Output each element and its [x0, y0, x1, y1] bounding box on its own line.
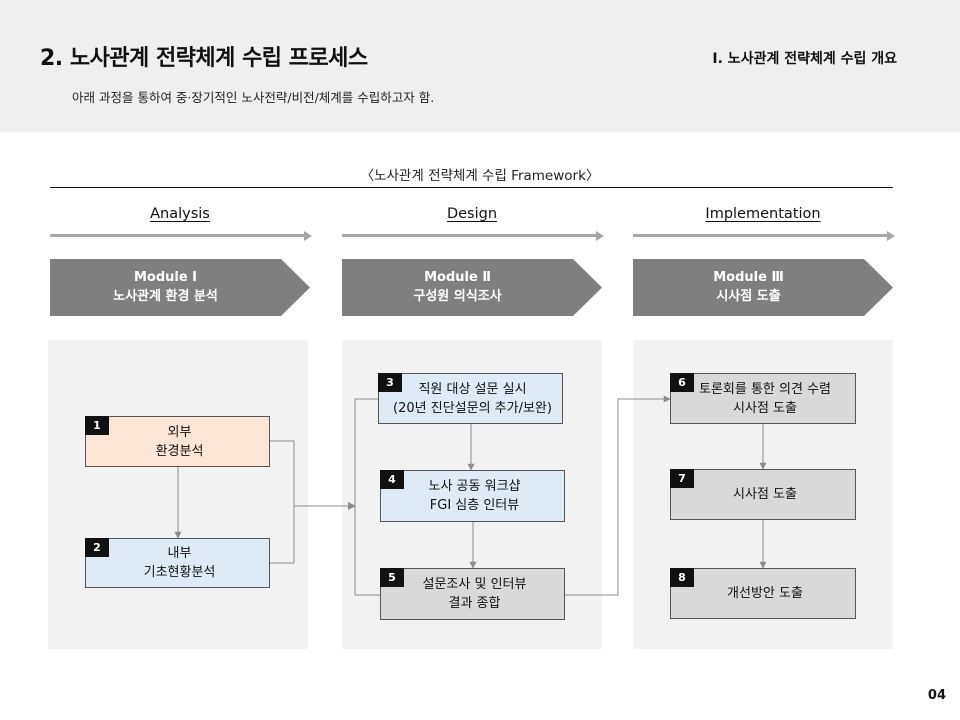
- step-2-line-1: 내부: [167, 546, 192, 561]
- module-1-chevron: Module Ⅰ 노사관계 환경 분석: [50, 259, 310, 316]
- step-5-line-2: 결과 종합: [448, 596, 501, 611]
- module-2-title: Module Ⅱ: [424, 270, 491, 285]
- step-3-box: 3 직원 대상 설문 실시 (20년 진단설문의 추가/보완): [378, 373, 563, 424]
- framework-divider: [50, 187, 893, 188]
- module-1-subtitle: 노사관계 환경 분석: [113, 289, 218, 304]
- module-3-chevron: Module Ⅲ 시사점 도출: [633, 259, 893, 316]
- step-2-line-2: 기초현황분석: [143, 565, 216, 580]
- step-6-number: 6: [670, 373, 694, 392]
- step-3-line-2: (20년 진단설문의 추가/보완): [393, 400, 552, 416]
- phase-implementation-label: Implementation: [705, 206, 821, 222]
- phase-analysis-label: Analysis: [150, 206, 210, 222]
- step-5-box: 5 설문조사 및 인터뷰 결과 종합: [380, 568, 565, 620]
- panel-analysis: [48, 340, 308, 649]
- step-3-line-1: 직원 대상 설문 실시: [418, 381, 527, 397]
- page-number: 04: [927, 688, 946, 703]
- phase-design-label: Design: [446, 206, 498, 222]
- step-6-line-2: 시사점 도출: [733, 400, 797, 416]
- step-3-number: 3: [378, 373, 402, 392]
- step-4-line-1: 노사 공동 워크샵: [428, 479, 521, 494]
- framework-title: 〈노사관계 전략체계 수립 Framework〉: [360, 168, 600, 184]
- step-6-box: 6 토론회를 통한 의견 수렴 시사점 도출: [670, 373, 856, 424]
- step-5-line-1: 설문조사 및 인터뷰: [422, 577, 527, 592]
- phase-arrow-analysis: [50, 231, 312, 241]
- module-3-subtitle: 시사점 도출: [716, 289, 781, 304]
- phase-arrow-design: [342, 231, 604, 241]
- step-8-box: 8 개선방안 도출: [670, 568, 856, 619]
- header-band: 2. 노사관계 전략체계 수립 프로세스 Ⅰ. 노사관계 전략체계 수립 개요 …: [0, 0, 960, 132]
- step-4-number: 4: [380, 470, 404, 489]
- module-3-title: Module Ⅲ: [713, 270, 784, 285]
- step-7-number: 7: [670, 469, 694, 488]
- step-5-number: 5: [380, 568, 404, 587]
- module-2-chevron: Module Ⅱ 구성원 의식조사: [342, 259, 602, 316]
- step-1-box: 1 외부 환경분석: [85, 416, 270, 467]
- module-2-subtitle: 구성원 의식조사: [413, 289, 502, 304]
- step-4-line-2: FGI 심층 인터뷰: [429, 498, 520, 513]
- step-7-box: 7 시사점 도출: [670, 469, 856, 520]
- page-subtitle: 아래 과정을 통하여 중·장기적인 노사전략/비전/체계를 수립하고자 함.: [72, 90, 435, 105]
- step-8-line-1: 개선방안 도출: [727, 586, 803, 601]
- step-2-box: 2 내부 기초현황분석: [85, 538, 270, 588]
- step-2-number: 2: [85, 538, 109, 557]
- module-1-title: Module Ⅰ: [133, 270, 198, 285]
- section-label: Ⅰ. 노사관계 전략체계 수립 개요: [712, 51, 897, 67]
- phase-arrow-implementation: [633, 231, 895, 241]
- page-title: 2. 노사관계 전략체계 수립 프로세스: [40, 46, 368, 71]
- step-1-line-1: 외부: [167, 424, 192, 440]
- step-7-line-1: 시사점 도출: [733, 487, 797, 502]
- step-1-number: 1: [85, 416, 109, 435]
- step-1-line-2: 환경분석: [155, 443, 204, 459]
- step-4-box: 4 노사 공동 워크샵 FGI 심층 인터뷰: [380, 470, 565, 522]
- step-8-number: 8: [670, 568, 694, 587]
- step-6-line-1: 토론회를 통한 의견 수렴: [699, 381, 831, 397]
